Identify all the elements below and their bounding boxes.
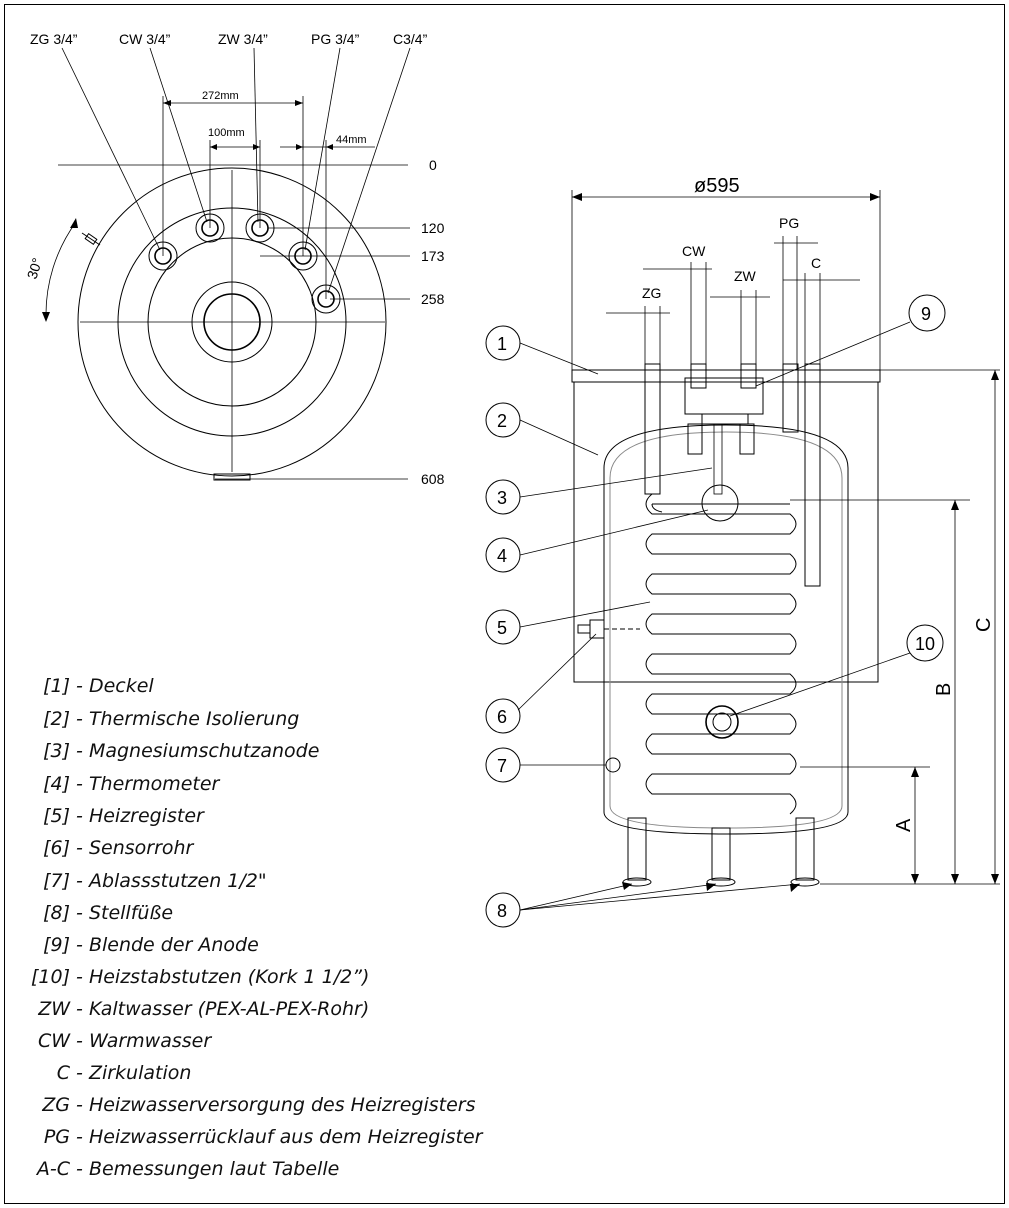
legend-row: PG - Heizwasserrücklauf aus dem Heizregi… bbox=[43, 1126, 483, 1148]
level-258: 258 bbox=[421, 291, 445, 307]
level-0: 0 bbox=[429, 157, 437, 173]
outer-shell-circle bbox=[77, 167, 387, 477]
legend-row: [3] - Magnesiumschutzanode bbox=[43, 740, 320, 762]
callout-4 bbox=[485, 537, 521, 573]
callout-10 bbox=[906, 624, 944, 662]
sensor-tube-icon bbox=[577, 619, 640, 639]
label-zw: ZW 3/4” bbox=[218, 31, 268, 47]
legend-row: [2] - Thermische Isolierung bbox=[43, 708, 300, 730]
dim-c: C bbox=[973, 618, 995, 632]
callout-6 bbox=[485, 698, 521, 734]
thermometer-icon bbox=[701, 484, 739, 522]
callout-4-label: 4 bbox=[497, 546, 507, 566]
legend-row: [10] - Heizstabstutzen (Kork 1 1/2”) bbox=[30, 966, 370, 988]
legend-row: A-C - Bemessungen laut Tabelle bbox=[36, 1158, 340, 1180]
label-cw: CW 3/4” bbox=[119, 31, 171, 47]
callout-5-label: 5 bbox=[497, 618, 507, 638]
dim-272: 272mm bbox=[202, 90, 239, 102]
callout-3 bbox=[485, 479, 521, 515]
drain-icon bbox=[605, 757, 621, 773]
inner-tank bbox=[603, 424, 849, 835]
callout-3-label: 3 bbox=[497, 488, 507, 508]
callout-1 bbox=[485, 325, 521, 361]
legend-row: [6] - Sensorrohr bbox=[43, 837, 194, 859]
pipe-label-zw: ZW bbox=[734, 268, 757, 284]
legend-row: [8] - Stellfüße bbox=[43, 902, 174, 924]
callout-2 bbox=[485, 402, 521, 438]
pipe-label-c: C bbox=[811, 255, 821, 271]
label-zg: ZG 3/4” bbox=[30, 31, 78, 47]
side-view: ø595 PG CW ZW ZG C bbox=[485, 175, 1000, 928]
label-c: C3/4” bbox=[393, 31, 428, 47]
callout-2-label: 2 bbox=[497, 411, 507, 431]
callout-9-label: 9 bbox=[921, 304, 931, 324]
callout-8-label: 8 bbox=[497, 901, 507, 921]
callout-9 bbox=[908, 294, 946, 332]
heating-coil bbox=[645, 493, 797, 815]
dim-100: 100mm bbox=[208, 127, 245, 139]
level-120: 120 bbox=[421, 220, 445, 236]
legend-row: ZW - Kaltwasser (PEX-AL-PEX-Rohr) bbox=[38, 998, 370, 1020]
anode-cover bbox=[684, 377, 764, 415]
callout-7 bbox=[485, 747, 521, 783]
diameter-label: ø595 bbox=[694, 175, 740, 197]
legend-row: C - Zirkulation bbox=[56, 1062, 192, 1084]
level-608: 608 bbox=[421, 471, 445, 487]
sensor-nozzle-icon bbox=[81, 232, 101, 246]
level-173: 173 bbox=[421, 248, 445, 264]
callout-10-label: 10 bbox=[915, 634, 935, 654]
pipe-label-pg: PG bbox=[779, 215, 799, 231]
callout-1-label: 1 bbox=[497, 334, 507, 354]
label-pg: PG 3/4” bbox=[311, 31, 360, 47]
pipe-label-cw: CW bbox=[682, 243, 706, 259]
angle-label: 30° bbox=[24, 256, 46, 281]
legend-row: [7] - Ablassstutzen 1/2" bbox=[43, 870, 267, 892]
lid bbox=[571, 369, 881, 383]
legend-row: CW - Warmwasser bbox=[37, 1030, 212, 1052]
heater-boss-icon bbox=[705, 705, 739, 739]
legend-row: [9] - Blende der Anode bbox=[43, 934, 259, 956]
legend-row: [5] - Heizregister bbox=[43, 805, 204, 827]
legend-row: ZG - Heizwasserversorgung des Heizregist… bbox=[42, 1094, 476, 1116]
dim-44: 44mm bbox=[336, 134, 367, 146]
pipe-label-zg: ZG bbox=[642, 285, 661, 301]
legend-row: [1] - Deckel bbox=[43, 675, 154, 697]
dim-b: B bbox=[933, 683, 955, 696]
top-view: ZG 3/4” CW 3/4” ZW 3/4” PG 3/4” C3/4” 27… bbox=[24, 31, 445, 487]
legend-row: [4] - Thermometer bbox=[43, 773, 220, 795]
callout-8 bbox=[485, 892, 521, 928]
callout-5 bbox=[485, 609, 521, 645]
dim-a: A bbox=[893, 818, 915, 832]
drawing-frame bbox=[4, 4, 1005, 1204]
callout-6-label: 6 bbox=[497, 707, 507, 727]
callout-7-label: 7 bbox=[497, 756, 507, 776]
